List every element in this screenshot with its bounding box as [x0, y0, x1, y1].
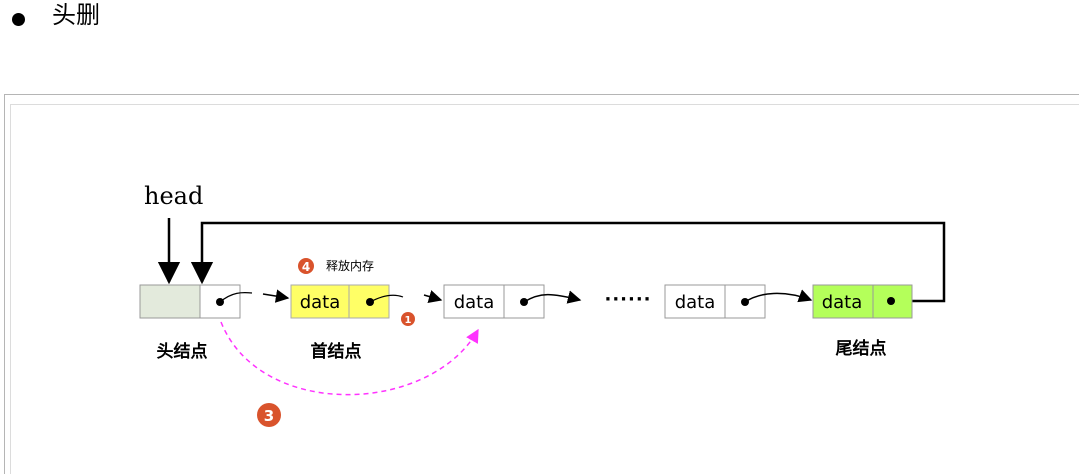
first-next-arrow [423, 290, 443, 304]
step4-text: 释放内存 [326, 258, 374, 273]
second-next-arrow [523, 290, 582, 304]
bullet-icon [12, 12, 25, 26]
step3-badge [257, 403, 281, 427]
middle-node: data [664, 284, 766, 319]
second-node-data: data [454, 292, 495, 313]
heading [12, 4, 25, 34]
step4-badge [298, 258, 314, 274]
first-node-data: data [300, 292, 341, 313]
first-node: data [290, 284, 390, 319]
middle-node-data: data [675, 292, 716, 313]
step1-number: 1 [405, 315, 412, 326]
head-next-arrow [262, 289, 290, 303]
head-node-label: 头结点 [157, 341, 208, 362]
figure-frame-inner [10, 104, 1079, 474]
step4-number: 4 [302, 260, 310, 274]
tail-node-label: 尾结点 [836, 338, 887, 359]
middle-next-arrow [744, 289, 813, 303]
ellipsis: ······ [604, 289, 651, 310]
head-next-link [219, 291, 253, 303]
first-node-label: 首结点 [311, 341, 362, 362]
tail-node: data [812, 284, 913, 319]
heading-title: 头删 [52, 1, 100, 29]
step1-badge [401, 312, 415, 326]
head-label: head [144, 182, 203, 210]
pointer-dot-icon [887, 297, 895, 305]
figure-frame [4, 94, 1079, 474]
tail-node-data: data [822, 292, 863, 313]
head-node [139, 284, 241, 319]
step3-number: 3 [264, 407, 274, 425]
first-next-link [369, 294, 404, 303]
second-node: data [443, 284, 545, 319]
step3-bypass-arrow [220, 321, 479, 396]
tail-to-head-link [190, 221, 946, 303]
